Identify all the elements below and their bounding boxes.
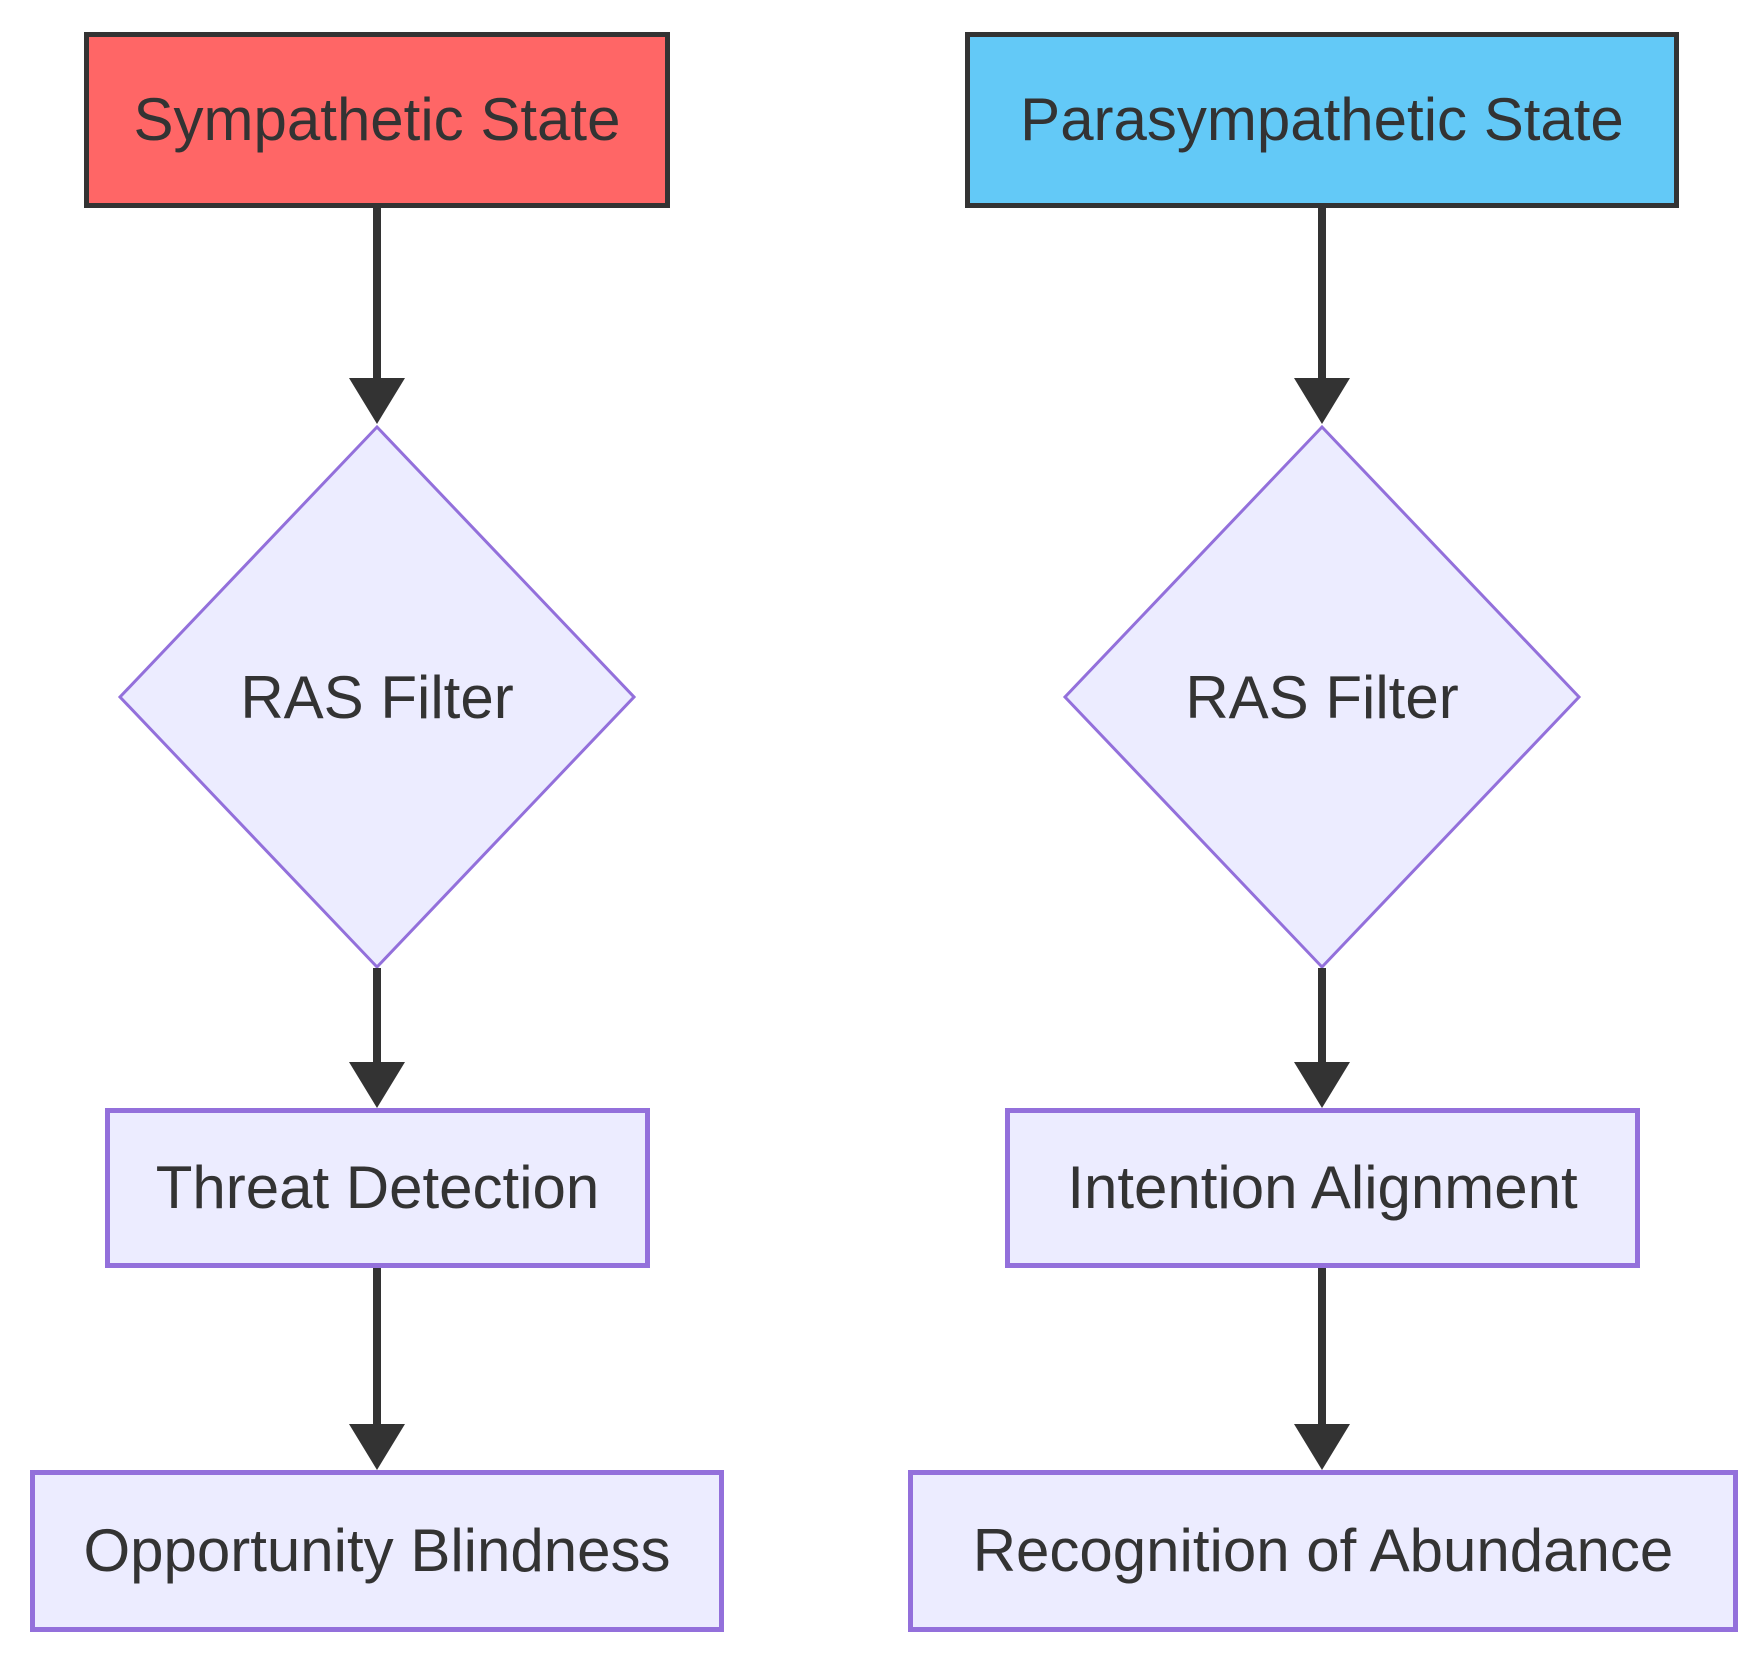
arrow-head-icon (349, 1062, 405, 1108)
recognition-of-abundance-label: Recognition of Abundance (972, 1517, 1674, 1584)
arrow-head-icon (349, 1424, 405, 1470)
arrow-shaft (373, 1268, 381, 1428)
sympathetic-state-node: Sympathetic State (84, 32, 670, 208)
ras-filter-diamond-left: RAS Filter (117, 424, 637, 970)
arrow-head-icon (349, 378, 405, 424)
diamond-shape (1062, 424, 1582, 970)
ras-filter-label-left: RAS Filter (240, 663, 514, 731)
parasympathetic-state-node: Parasympathetic State (965, 32, 1679, 208)
arrow-shaft (1318, 206, 1326, 384)
arrow-shaft (1318, 1268, 1326, 1428)
recognition-of-abundance-node: Recognition of Abundance (908, 1470, 1738, 1632)
intention-alignment-node: Intention Alignment (1005, 1108, 1640, 1268)
arrow-shaft (1318, 968, 1326, 1066)
arrow-head-icon (1294, 378, 1350, 424)
intention-alignment-label: Intention Alignment (1067, 1154, 1578, 1221)
arrow-shaft (373, 968, 381, 1066)
threat-detection-label: Threat Detection (155, 1154, 600, 1221)
opportunity-blindness-label: Opportunity Blindness (83, 1517, 671, 1584)
diamond-shape (117, 424, 637, 970)
parasympathetic-state-label: Parasympathetic State (1020, 86, 1624, 153)
ras-filter-label-right: RAS Filter (1185, 663, 1459, 731)
ras-filter-diamond-right: RAS Filter (1062, 424, 1582, 970)
threat-detection-node: Threat Detection (105, 1108, 650, 1268)
arrow-shaft (373, 206, 381, 384)
sympathetic-state-label: Sympathetic State (133, 86, 621, 153)
opportunity-blindness-node: Opportunity Blindness (30, 1470, 724, 1632)
arrow-head-icon (1294, 1062, 1350, 1108)
arrow-head-icon (1294, 1424, 1350, 1470)
